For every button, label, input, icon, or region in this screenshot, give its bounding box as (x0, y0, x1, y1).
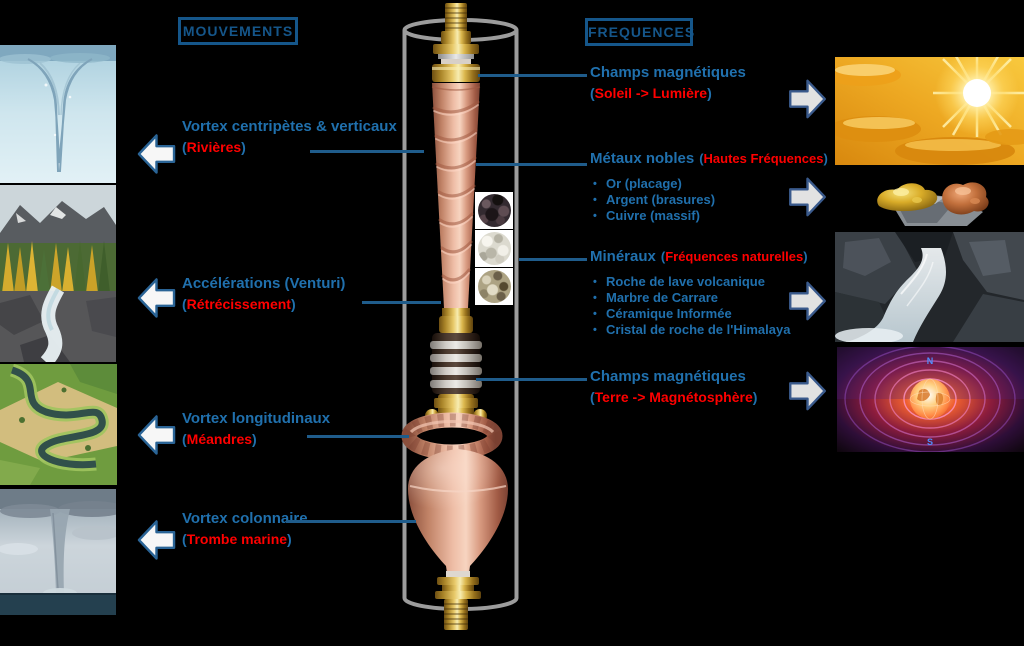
label-subtitle: (Trombe marine) (182, 531, 292, 547)
right-arrow-icon (788, 368, 827, 419)
label-subtitle: (Soleil -> Lumière) (590, 85, 712, 101)
left-arrow-icon (137, 516, 176, 569)
list-item: •Argent (brasures) (593, 192, 716, 207)
label-subtitle: (Méandres) (182, 431, 257, 447)
label-title: Accélérations (Venturi) (182, 275, 346, 292)
list-item: •Cristal de roche de l'Himalaya (593, 322, 791, 337)
waterspout-photo (0, 489, 116, 615)
lava-rock-image (477, 194, 511, 227)
north-pole-label: N (927, 356, 934, 366)
list-item: •Céramique Informée (593, 306, 732, 321)
rocky-stream-photo (835, 232, 1024, 342)
connector-line (478, 74, 587, 77)
south-pole-label: S (927, 437, 933, 447)
vortex-energizer-device (380, 0, 580, 646)
label-title: Vortex longitudinaux (182, 410, 331, 427)
metals-list: •Or (placage) •Argent (brasures) •Cuivre… (590, 176, 828, 224)
label-accelerations: Accélérations (Venturi) (Rétrécissement) (182, 273, 345, 315)
label-champs-magnetiques-soleil: Champs magnétiques (Soleil -> Lumière) (590, 62, 746, 104)
label-champs-magnetiques-terre: Champs magnétiques (Terre -> Magnétosphè… (590, 366, 757, 408)
left-arrow-icon (137, 411, 176, 464)
connector-line (307, 435, 409, 438)
label-title: Minéraux(Fréquences naturelles) (590, 248, 808, 265)
marble-sample (475, 230, 513, 267)
label-title: Champs magnétiques (590, 368, 746, 385)
right-arrow-icon (788, 174, 827, 225)
list-item: •Roche de lave volcanique (593, 274, 765, 289)
label-vortex-centripetes: Vortex centripètes & verticaux (Rivières… (182, 116, 397, 158)
right-arrow-icon (788, 76, 827, 127)
label-vortex-colonnaire: Vortex colonnaire (Trombe marine) (182, 508, 308, 550)
gold-copper-nuggets-photo (835, 168, 1024, 229)
connector-line (476, 378, 587, 381)
sun-photo (835, 57, 1024, 165)
list-item: •Or (placage) (593, 176, 682, 191)
label-subtitle: (Rivières) (182, 139, 246, 155)
water-vortex-photo (0, 45, 116, 183)
label-mineraux: Minéraux(Fréquences naturelles) •Roche d… (590, 246, 808, 338)
label-subtitle: (Rétrécissement) (182, 296, 296, 312)
connector-line (476, 163, 587, 166)
frequencies-header: FREQUENCES (585, 18, 694, 46)
label-title: Vortex centripètes & verticaux (182, 118, 397, 135)
connector-line (310, 150, 424, 153)
movements-header: MOUVEMENTS (178, 17, 298, 45)
label-title: Métaux nobles(Hautes Fréquences) (590, 150, 828, 167)
label-title: Champs magnétiques (590, 64, 746, 81)
list-item: •Cuivre (massif) (593, 208, 700, 223)
meandering-river-photo (0, 364, 117, 485)
earth-magnetosphere-photo: N S (837, 347, 1024, 452)
label-metaux-nobles: Métaux nobles(Hautes Fréquences) •Or (pl… (590, 148, 828, 224)
connector-line (286, 520, 416, 523)
label-title: Vortex colonnaire (182, 510, 308, 527)
marble-image (477, 232, 511, 265)
mountain-river-photo (0, 185, 116, 362)
ceramic-sample (475, 268, 513, 305)
connector-line (519, 258, 587, 261)
left-arrow-icon (137, 274, 176, 327)
left-arrow-icon (137, 130, 176, 183)
right-arrow-icon (788, 278, 827, 329)
minerals-list: •Roche de lave volcanique •Marbre de Car… (590, 274, 808, 338)
ceramic-image (477, 270, 511, 303)
list-item: •Marbre de Carrare (593, 290, 718, 305)
connector-line (362, 301, 441, 304)
label-subtitle: (Terre -> Magnétosphère) (590, 389, 758, 405)
lava-rock-sample (475, 192, 513, 229)
label-vortex-longitudinaux: Vortex longitudinaux (Méandres) (182, 408, 330, 450)
